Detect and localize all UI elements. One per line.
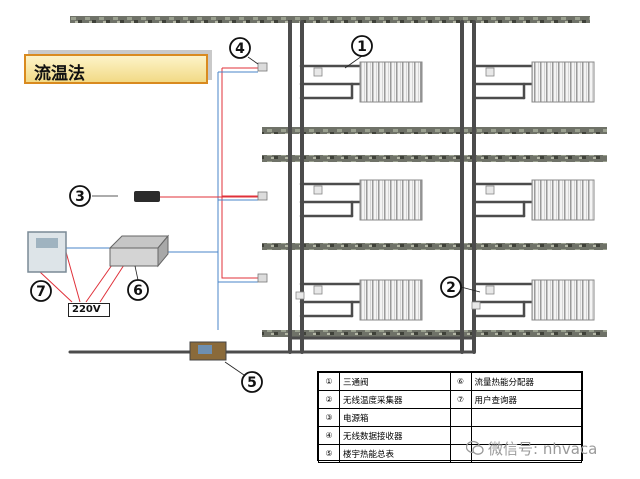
temperature-sensor (485, 285, 495, 295)
signal-wire (39, 251, 125, 303)
callout-leader (460, 286, 481, 293)
floor-slab (70, 16, 590, 23)
temperature-sensor (313, 185, 323, 195)
legend-text: 流量热能分配器 (470, 372, 582, 391)
legend-number: ⑦ (449, 390, 472, 409)
legend-number (449, 444, 472, 463)
wireless-receiver (257, 62, 268, 72)
floor-slab (262, 330, 607, 337)
legend-text: 用户查询器 (470, 390, 582, 409)
user-query-screen (36, 238, 58, 248)
voltage-label-box: 220V (68, 303, 110, 317)
temperature-sensor (485, 67, 495, 77)
user-query-panel (27, 231, 67, 273)
voltage-label: 220V (72, 304, 101, 315)
temperature-sensor (313, 67, 323, 77)
distributor-side (157, 234, 169, 268)
callout-number: 4 (235, 41, 245, 57)
legend-text (470, 408, 582, 427)
devices (27, 62, 268, 361)
callout-number: 1 (357, 39, 367, 55)
legend-text (470, 444, 582, 463)
temperature-sensor (471, 301, 481, 310)
legend-number: ① (318, 372, 340, 391)
legend-number: ② (318, 390, 340, 409)
callout-number: 6 (133, 283, 143, 299)
legend-text: 电源箱 (339, 408, 451, 427)
temperature-sensor (485, 185, 495, 195)
legend-text: 三通阀 (339, 372, 451, 391)
callout-circle (351, 35, 373, 57)
signal-wires (39, 67, 262, 330)
callout-number: 7 (36, 284, 46, 300)
callout-circle (241, 371, 263, 393)
floor-slab (262, 127, 607, 134)
floor-slab (262, 155, 607, 162)
callout-number: 5 (247, 375, 257, 391)
callout-leader (247, 56, 259, 65)
pipe-network (68, 20, 534, 354)
signal-wire (217, 71, 258, 330)
floor-slab (262, 243, 607, 250)
wireless-receiver (257, 273, 268, 283)
callout-circle (69, 185, 91, 207)
callout-circle (229, 37, 251, 59)
diagram-title: 流温法 (34, 64, 85, 84)
title-box: 流温法 (24, 54, 208, 84)
radiators (295, 61, 595, 321)
wireless-receiver (257, 191, 268, 201)
callout-circle (440, 276, 462, 298)
radiator (531, 279, 595, 321)
meter-display (198, 345, 212, 354)
legend-number (449, 408, 472, 427)
floor-slabs (70, 16, 607, 337)
wechat-icon (466, 440, 484, 455)
callout-number: 2 (446, 280, 456, 296)
legend-number: ⑥ (449, 372, 472, 391)
callout-circle (30, 280, 52, 302)
radiator (359, 279, 423, 321)
flow-heat-distributor (109, 247, 159, 267)
legend-number: ⑤ (318, 444, 340, 463)
temperature-sensor (295, 291, 305, 300)
callout-leader (224, 361, 245, 376)
callout-markers: 1 2 3 4 5 6 7 (30, 35, 481, 393)
watermark: 微信号: nhvaca (488, 440, 598, 458)
legend-text: 无线数据接收器 (339, 426, 451, 445)
legend-number: ③ (318, 408, 340, 427)
temperature-sensor (313, 285, 323, 295)
signal-wire (221, 67, 258, 279)
legend-number: ④ (318, 426, 340, 445)
callout-circle (127, 279, 149, 301)
callout-leader (134, 265, 139, 281)
radiator (359, 61, 423, 103)
legend-text: 无线温度采集器 (339, 390, 451, 409)
legend-text: 楼宇热能总表 (339, 444, 451, 463)
callout-number: 3 (75, 189, 85, 205)
radiator (531, 61, 595, 103)
callout-leader (344, 55, 363, 69)
power-box (134, 191, 160, 202)
radiator (531, 179, 595, 221)
radiator (359, 179, 423, 221)
